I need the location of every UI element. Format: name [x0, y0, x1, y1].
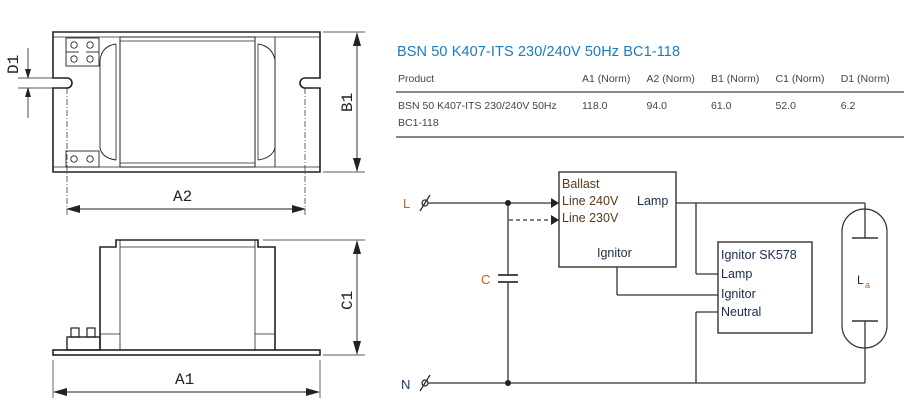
product-title: BSN 50 K407-ITS 230/240V 50Hz BC1-118 — [397, 44, 681, 60]
ignitor-title: Ignitor SK578 — [721, 248, 797, 262]
dim-label-b1: B1 — [339, 93, 357, 112]
side-view-base — [52, 349, 321, 356]
terminal-block-top — [65, 37, 100, 67]
col-header-d1: D1 (Norm) — [838, 68, 904, 93]
cell-b1: 61.0 — [709, 92, 774, 138]
terminal-symbol-l — [419, 194, 431, 212]
ignitor-lamp: Lamp — [721, 267, 752, 281]
cell-a2: 94.0 — [644, 92, 709, 138]
dim-label-d1: D1 — [5, 55, 23, 74]
neutral-label: N — [401, 377, 410, 392]
dim-label-c1: C1 — [339, 291, 357, 310]
col-header-a2: A2 (Norm) — [644, 68, 709, 93]
ignitor-box — [717, 241, 813, 334]
top-view-body — [52, 31, 321, 173]
top-view — [18, 31, 365, 215]
dim-label-a1: A1 — [175, 371, 194, 389]
capacitor-label: C — [481, 272, 490, 287]
junction-dot — [505, 380, 511, 386]
ignitor-neutral: Neutral — [721, 305, 761, 319]
side-view-body — [99, 239, 276, 350]
ignitor-ignitor: Ignitor — [721, 287, 756, 301]
col-header-c1: C1 (Norm) — [773, 68, 839, 93]
col-header-product: Product — [396, 68, 580, 93]
ballast-ignitor: Ignitor — [597, 246, 632, 260]
circuit-wires — [428, 171, 888, 384]
cell-c1: 52.0 — [773, 92, 839, 138]
spec-table-header: Product A1 (Norm) A2 (Norm) B1 (Norm) C1… — [396, 68, 904, 93]
spec-table: Product A1 (Norm) A2 (Norm) B1 (Norm) C1… — [396, 68, 904, 138]
col-header-a1: A1 (Norm) — [580, 68, 645, 93]
ballast-line240: Line 240V — [562, 194, 619, 208]
dim-label-a2: A2 — [173, 188, 192, 206]
terminal-symbol-n — [419, 374, 431, 392]
cell-a1: 118.0 — [580, 92, 645, 138]
ballast-title: Ballast — [562, 177, 600, 191]
line-label: L — [403, 196, 410, 211]
table-row: BSN 50 K407-ITS 230/240V 50Hz BC1-118 11… — [396, 92, 904, 138]
junction-dot — [505, 200, 511, 206]
ballast-line230: Line 230V — [562, 211, 619, 225]
side-view — [52, 239, 365, 398]
side-terminal — [66, 336, 101, 351]
cell-d1: 6.2 — [838, 92, 904, 138]
ballast-lamp: Lamp — [637, 194, 668, 208]
terminal-block-bottom — [65, 150, 100, 168]
col-header-b1: B1 (Norm) — [709, 68, 774, 93]
lamp-label: L — [857, 273, 864, 287]
cell-product: BSN 50 K407-ITS 230/240V 50Hz BC1-118 — [396, 92, 580, 138]
lamp-label-subscript: a — [865, 280, 870, 290]
